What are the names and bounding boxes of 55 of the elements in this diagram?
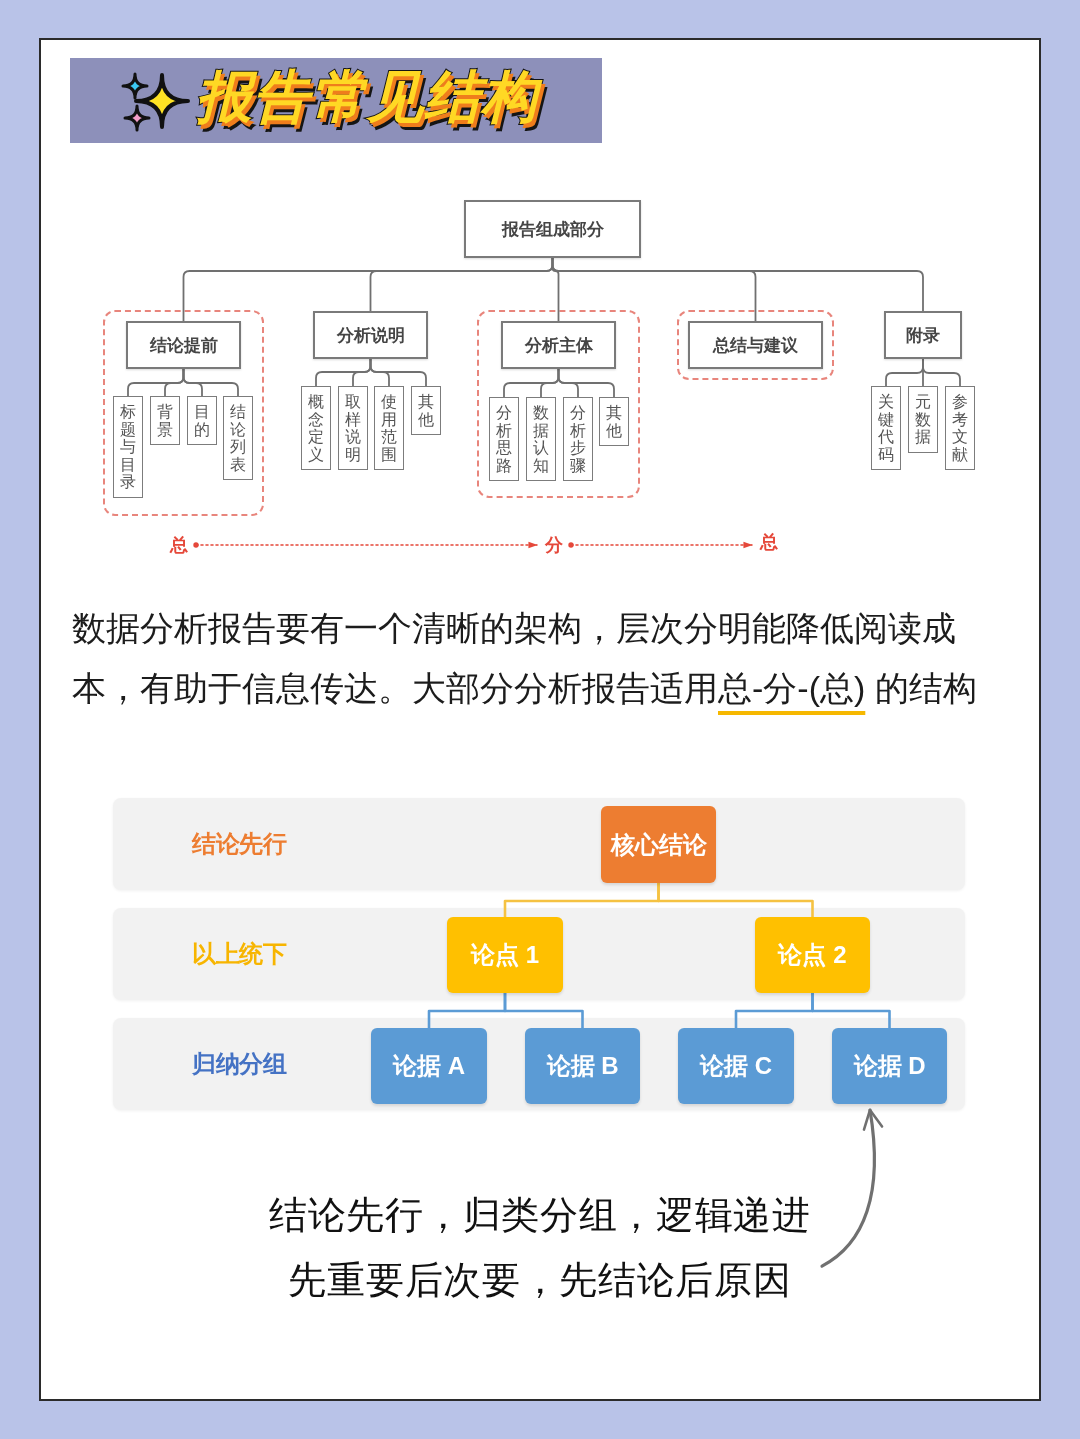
row-band: [113, 908, 965, 1000]
subsection-box: 标题与目录: [113, 396, 143, 498]
title: 报告常见结构: [196, 68, 546, 133]
evidence-box: 论据 A: [371, 1028, 487, 1104]
section-box: 结论提前: [126, 321, 241, 369]
evidence-box: 论据 D: [832, 1028, 947, 1104]
connector-line: [657, 881, 814, 919]
subsection-box: 背景: [150, 396, 180, 446]
row-label: 以上统下: [192, 939, 286, 969]
dotted-arrow: [568, 541, 753, 549]
section-mark: 分: [537, 530, 571, 560]
connector-line: [369, 358, 427, 387]
section-box: 总结与建议: [688, 321, 823, 369]
section-box: 分析说明: [313, 311, 428, 359]
body-paragraph: 数据分析报告要有一个清晰的架构，层次分明能降低阅读成本，有助于信息传达。大部分分析报告适用总-分-(总) 的结构: [72, 608, 978, 709]
subsection-box: 取样说明: [338, 386, 368, 471]
subsection-box: 参考文献: [945, 386, 975, 471]
subsection-box: 其他: [599, 397, 629, 447]
subsection-box: 其他: [411, 386, 441, 436]
curved-arrow: [820, 1108, 883, 1268]
connector-line: [811, 991, 891, 1030]
row-label: 归纳分组: [192, 1049, 286, 1079]
section-mark: 总: [752, 527, 786, 557]
subsection-box: 目的: [187, 396, 217, 446]
subsection-box: 概念定义: [301, 386, 331, 471]
conclusion-box: 核心结论: [601, 806, 716, 883]
subsection-box: 关键代码: [871, 386, 901, 471]
connector-line: [503, 991, 584, 1030]
summary-text: 先重要后次要，先结论后原因: [288, 1258, 792, 1303]
section-box: 附录: [884, 311, 962, 359]
point-box: 论点 2: [755, 917, 870, 993]
subsection-box: 使用范围: [374, 386, 404, 471]
dashed-group-frame: [103, 310, 264, 516]
connector-line: [182, 368, 239, 397]
evidence-box: 论据 B: [525, 1028, 640, 1104]
subsection-box: 分析步骤: [563, 397, 593, 482]
row-label: 结论先行: [192, 829, 286, 859]
dashed-group-frame: [477, 310, 640, 498]
subsection-box: 元数据: [908, 386, 938, 453]
dashed-group-frame: [677, 310, 834, 380]
connector-line: [557, 368, 615, 398]
subsection-box: 结论列表: [223, 396, 253, 481]
dotted-arrow: [193, 541, 538, 549]
section-box: 分析主体: [501, 321, 616, 369]
connector-line: [922, 358, 961, 387]
row-band: [113, 1018, 965, 1110]
subsection-box: 数据认知: [526, 397, 556, 482]
row-band: [113, 798, 965, 890]
evidence-box: 论据 C: [678, 1028, 794, 1104]
summary-text: 结论先行，归类分组，逻辑递进: [269, 1193, 811, 1238]
subsection-box: 分析思路: [489, 397, 519, 482]
connector-line: [551, 257, 924, 312]
root-box: 报告组成部分: [464, 200, 641, 258]
section-mark: 总: [162, 530, 196, 560]
point-box: 论点 1: [447, 917, 563, 993]
